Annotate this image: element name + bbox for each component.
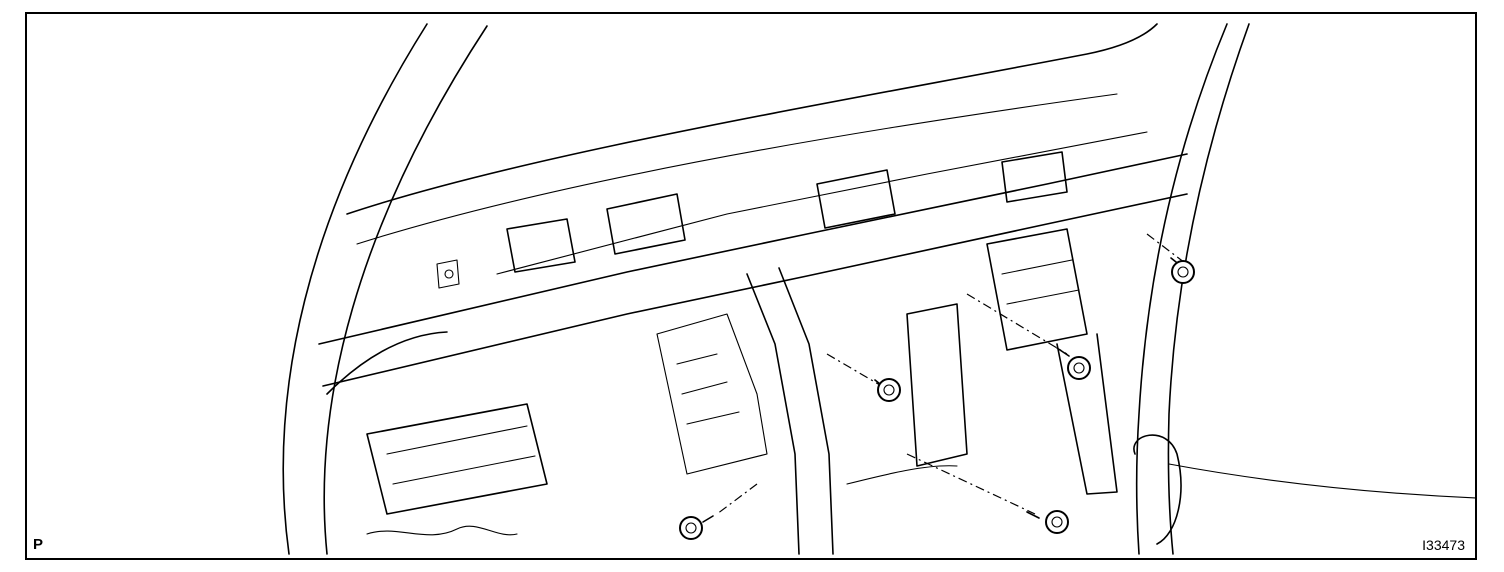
left-panel-outline [326, 331, 448, 395]
steering-column-bracket [656, 313, 768, 475]
glove-box-detail [386, 425, 536, 485]
bolt-5 [679, 515, 714, 540]
right-brace [1056, 333, 1118, 495]
center-stay-left [746, 273, 800, 555]
glove-box-outline [366, 403, 548, 515]
bolt-3 [1170, 257, 1195, 284]
bracket-center [816, 169, 896, 229]
column-detail [676, 353, 740, 425]
bolt-2 [1056, 347, 1091, 380]
windshield-lower-edge [346, 23, 1158, 215]
shift-knob [1133, 434, 1182, 545]
bolt-leader-5 [716, 483, 758, 515]
heater-unit-detail [1001, 259, 1080, 305]
heater-unit-outline [986, 228, 1088, 351]
windshield-pillar-inner [323, 25, 488, 555]
right-door-edge [1168, 463, 1475, 499]
figure-id-label: I33473 [1422, 537, 1465, 553]
bolt-leader-2 [966, 293, 1068, 355]
cross-beam-upper [318, 153, 1188, 345]
bolt-1 [874, 378, 901, 402]
bracket-tab-left [436, 259, 460, 289]
cross-beam-rear [496, 131, 1148, 275]
center-stay-right [778, 267, 834, 555]
right-pillar-inner [1167, 23, 1250, 555]
view-code-label: P [33, 536, 44, 553]
floor-tunnel-line [846, 465, 958, 485]
windshield-pillar-outline [282, 23, 428, 555]
bolt-leader-1 [826, 353, 886, 389]
right-pillar-outline [1135, 23, 1228, 555]
bracket-left [506, 218, 576, 273]
dashboard-top-edge [356, 93, 1118, 245]
illustration-frame: P I33473 [25, 12, 1477, 560]
bracket-hole [444, 269, 454, 279]
bolt-4 [1026, 510, 1069, 534]
bracket-center-left [606, 193, 686, 255]
console-bracket [906, 303, 968, 467]
lower-left-wiring [366, 525, 518, 536]
bracket-right [1001, 151, 1068, 203]
cross-beam-lower [322, 193, 1188, 387]
instrument-panel-reinforcement-drawing [282, 23, 1475, 555]
bolt-leader-4 [906, 453, 1036, 515]
